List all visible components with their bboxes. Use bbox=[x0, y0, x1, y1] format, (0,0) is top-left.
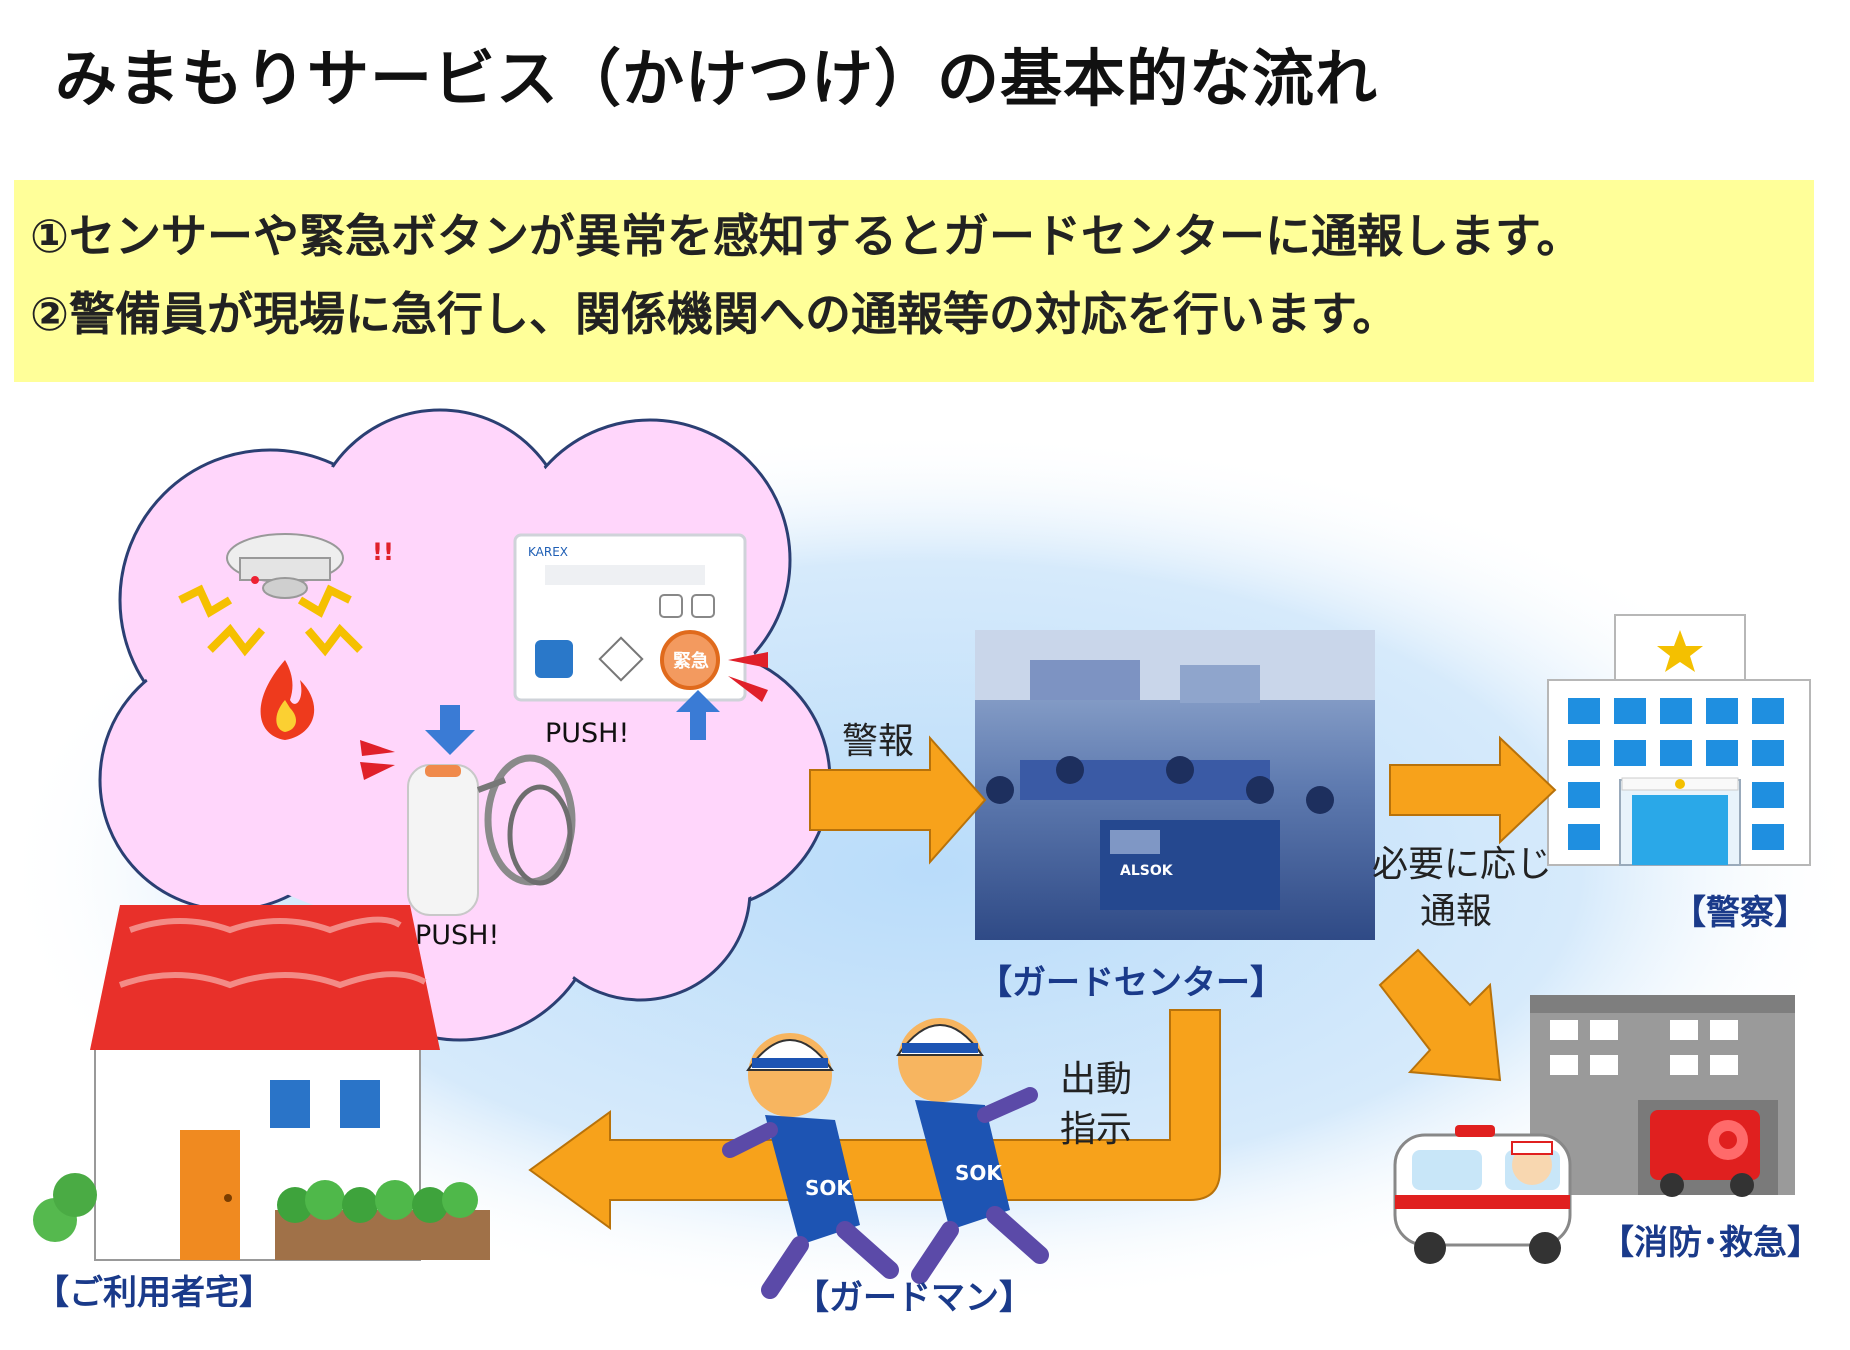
home-label: 【ご利用者宅】 bbox=[35, 1273, 273, 1313]
alarm-label: 警報 bbox=[842, 721, 915, 762]
svg-text:SOK: SOK bbox=[805, 1176, 853, 1200]
svg-text:KAREX: KAREX bbox=[528, 545, 568, 559]
svg-text:SOK: SOK bbox=[955, 1161, 1003, 1185]
fire-arrow bbox=[1378, 948, 1502, 1082]
svg-text:ALSOK: ALSOK bbox=[1120, 863, 1174, 879]
guardman-label: 【ガードマン】 bbox=[795, 1278, 1033, 1318]
police-arrow bbox=[1389, 735, 1557, 845]
emergency-panel-icon: KAREX 緊急 bbox=[513, 533, 768, 740]
guardman-right: SOK bbox=[896, 1018, 1049, 1284]
pendant-button-icon bbox=[360, 705, 576, 916]
notice-line-2: ②警備員が現場に急行し、関係機関への通報等の対応を行います。 bbox=[30, 287, 1399, 341]
police-label: 【警察】 bbox=[1672, 893, 1808, 933]
svg-text:!!: !! bbox=[372, 538, 394, 566]
notify-label-line2: 通報 bbox=[1420, 891, 1493, 932]
notify-label-line1: 必要に応じ bbox=[1372, 844, 1553, 885]
notice-line-1: ①センサーや緊急ボタンが異常を感知するとガードセンターに通報します。 bbox=[30, 209, 1583, 263]
notice-box bbox=[14, 180, 1814, 382]
smoke-detector-icon: !! bbox=[178, 533, 394, 657]
dispatch-label-line2: 指示 bbox=[1060, 1109, 1133, 1150]
dispatch-label-line1: 出動 bbox=[1060, 1059, 1133, 1100]
guardman-left: SOK bbox=[722, 1033, 899, 1299]
guardman-icon: SOK SOK bbox=[722, 1018, 1049, 1299]
dispatch-arrow bbox=[528, 1009, 1221, 1230]
alarm-arrow bbox=[809, 735, 987, 865]
arrow-shapes bbox=[528, 735, 1557, 1230]
police-station-icon bbox=[1547, 614, 1811, 866]
guard-center-photo: ALSOK bbox=[975, 630, 1375, 940]
guard-center-label: 【ガードセンター】 bbox=[978, 963, 1284, 1003]
svg-text:緊急: 緊急 bbox=[673, 650, 709, 672]
push-label-panel: PUSH! bbox=[545, 718, 629, 749]
house-icon bbox=[33, 905, 490, 1261]
push-label-pendant: PUSH! bbox=[415, 920, 499, 951]
fire-station-icon bbox=[1530, 995, 1795, 1197]
fire-icon bbox=[260, 660, 315, 740]
fire-ambulance-label: 【消防･救急】 bbox=[1600, 1223, 1821, 1263]
ambulance-icon bbox=[1393, 1125, 1572, 1264]
page-title: みまもりサービス（かけつけ）の基本的な流れ bbox=[55, 42, 1379, 115]
